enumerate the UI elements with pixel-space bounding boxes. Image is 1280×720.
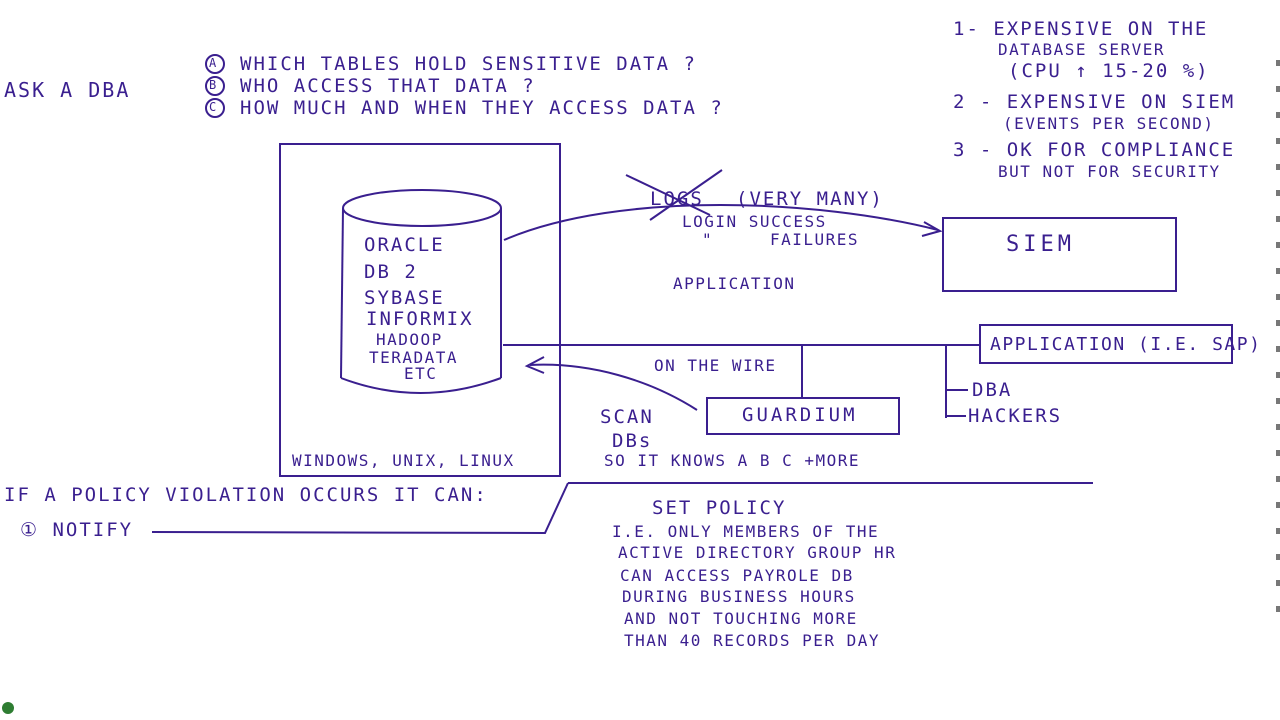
dba-user-label: DBA bbox=[972, 379, 1013, 401]
logs-cross-1 bbox=[625, 174, 711, 216]
app-box bbox=[979, 324, 1233, 364]
db-oracle: ORACLE bbox=[364, 234, 445, 256]
note-1-line-3: (CPU ↑ 15-20 %) bbox=[1008, 60, 1210, 82]
policy-line-6: THAN 40 RECORDS PER DAY bbox=[624, 631, 881, 650]
logs-application: APPLICATION bbox=[673, 274, 796, 293]
database-cylinder bbox=[340, 189, 502, 394]
db-db2: DB 2 bbox=[364, 261, 418, 283]
logs-failures: FAILURES bbox=[770, 230, 860, 249]
db-informix: INFORMIX bbox=[366, 308, 474, 330]
ask-dba-label: ASK A DBA bbox=[4, 78, 131, 102]
marker-b: B bbox=[209, 78, 218, 92]
db-teradata: TERADATA bbox=[369, 348, 459, 367]
policy-line-3: CAN ACCESS PAYROLE DB bbox=[620, 566, 854, 585]
note-1-line-2: DATABASE SERVER bbox=[998, 40, 1165, 59]
marker-b-circle bbox=[205, 76, 225, 96]
policy-line-4: DURING BUSINESS HOURS bbox=[622, 587, 856, 606]
logs-cross-2 bbox=[649, 169, 723, 221]
guardium-box bbox=[706, 397, 900, 435]
question-b: WHO ACCESS THAT DATA ? bbox=[240, 75, 536, 97]
marker-c-circle bbox=[205, 98, 225, 118]
os-label: WINDOWS, UNIX, LINUX bbox=[292, 451, 515, 470]
marker-c: C bbox=[209, 100, 218, 114]
db-etc: ETC bbox=[404, 364, 438, 383]
policy-violation-label: IF A POLICY VIOLATION OCCURS IT CAN: bbox=[4, 484, 488, 506]
status-dot-icon bbox=[2, 702, 14, 714]
note-1-line-1: 1- EXPENSIVE ON THE bbox=[953, 18, 1209, 40]
db-sybase: SYBASE bbox=[364, 287, 445, 309]
scan-dbs-label: DBs bbox=[612, 430, 653, 452]
scan-arrow bbox=[529, 363, 698, 411]
siem-label: SIEM bbox=[1006, 232, 1075, 257]
marker-a: A bbox=[209, 56, 218, 70]
logs-arrow bbox=[503, 204, 939, 241]
server-box bbox=[279, 143, 561, 477]
set-policy-title: SET POLICY bbox=[652, 497, 787, 519]
note-2-line-1: 2 - EXPENSIVE ON SIEM bbox=[953, 91, 1236, 113]
policy-slant bbox=[151, 482, 569, 535]
notify-label: ① NOTIFY bbox=[20, 519, 134, 541]
logs-login-success: LOGIN SUCCESS bbox=[682, 212, 827, 231]
question-a: WHICH TABLES HOLD SENSITIVE DATA ? bbox=[240, 53, 697, 75]
note-3-line-2: BUT NOT FOR SECURITY bbox=[998, 162, 1221, 181]
hackers-label: HACKERS bbox=[968, 405, 1063, 427]
marker-a-circle bbox=[205, 54, 225, 74]
logs-ditto: " bbox=[702, 230, 714, 249]
app-sap-label: APPLICATION (I.E. SAP) bbox=[990, 334, 1262, 355]
scan-label: SCAN bbox=[600, 406, 654, 428]
logs-very-many: (VERY MANY) bbox=[736, 188, 884, 210]
question-c: HOW MUCH AND WHEN THEY ACCESS DATA ? bbox=[240, 97, 724, 119]
scan-knows-label: SO IT KNOWS A B C +MORE bbox=[604, 451, 861, 470]
guardium-label: GUARDIUM bbox=[742, 404, 858, 426]
policy-line-2: ACTIVE DIRECTORY GROUP HR bbox=[618, 543, 897, 562]
policy-line-5: AND NOT TOUCHING MORE bbox=[624, 609, 858, 628]
db-hadoop: HADOOP bbox=[376, 330, 443, 349]
siem-box bbox=[942, 217, 1177, 292]
note-3-line-1: 3 - OK FOR COMPLIANCE bbox=[953, 139, 1236, 161]
on-wire-label: ON THE WIRE bbox=[654, 356, 777, 375]
note-2-line-2: (EVENTS PER SECOND) bbox=[1003, 114, 1215, 133]
users-bracket bbox=[945, 345, 968, 418]
logs-crossed: LOGS bbox=[650, 188, 704, 210]
page-edge-marks bbox=[1276, 60, 1280, 620]
policy-line-1: I.E. ONLY MEMBERS OF THE bbox=[612, 522, 880, 541]
